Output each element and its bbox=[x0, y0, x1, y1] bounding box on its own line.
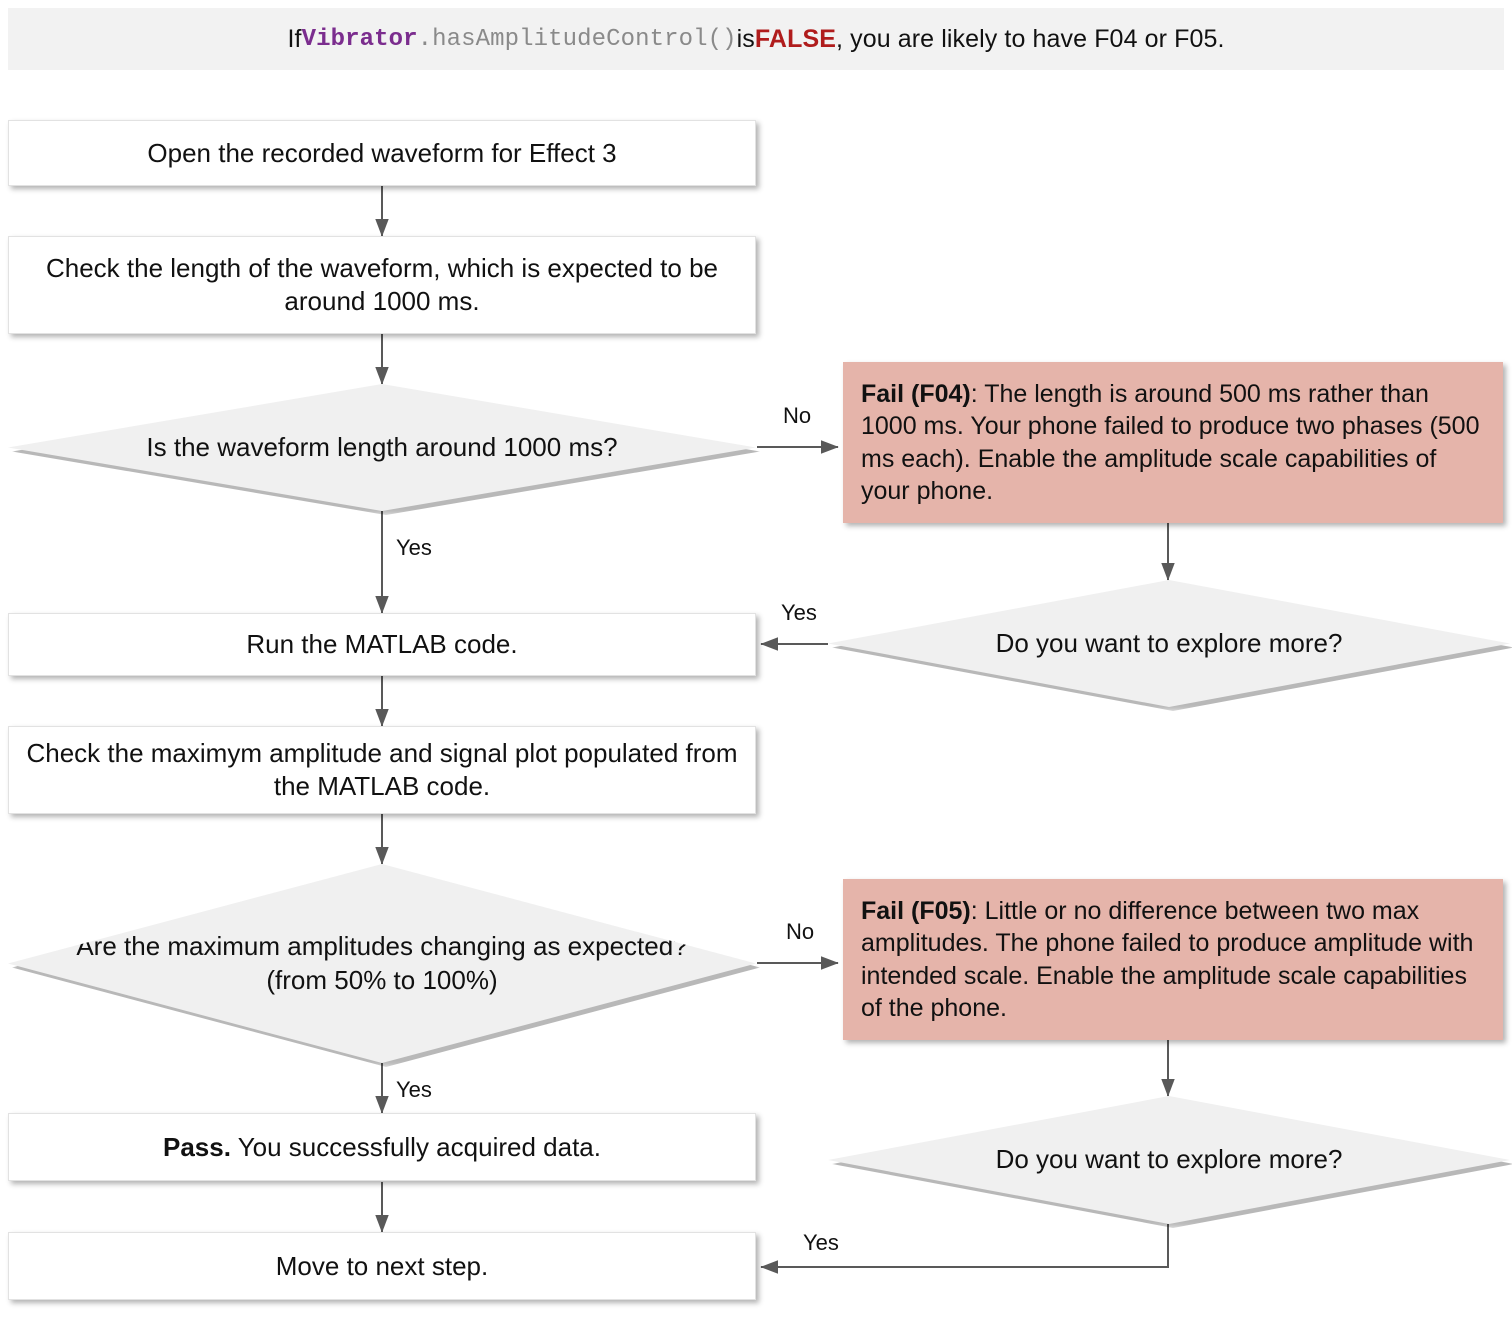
banner-false-keyword: FALSE bbox=[754, 24, 836, 53]
node-pass-text: Pass. You successfully acquired data. bbox=[163, 1131, 601, 1164]
banner-class-name: Vibrator bbox=[301, 25, 418, 53]
node-pass[interactable]: Pass. You successfully acquired data. bbox=[8, 1113, 756, 1181]
banner-method-name: .hasAmplitudeControl() bbox=[417, 25, 737, 53]
edge-label-no-2: No bbox=[786, 919, 815, 944]
node-question-waveform-length-label: Is the waveform length around 1000 ms? bbox=[146, 431, 618, 462]
node-fail-f05-body: : Little or no difference between two ma… bbox=[861, 896, 1474, 1023]
edge-label-yes-2: Yes bbox=[396, 1077, 432, 1102]
node-run-matlab[interactable]: Run the MATLAB code. bbox=[8, 613, 756, 676]
edge-label-yes-explore-bottom: Yes bbox=[803, 1230, 839, 1255]
node-question-explore-bottom-label: Do you want to explore more? bbox=[995, 1144, 1343, 1175]
node-pass-label: Pass. bbox=[163, 1131, 231, 1162]
node-check-length[interactable]: Check the length of the waveform, which … bbox=[8, 236, 756, 334]
edge-label-yes-1: Yes bbox=[396, 535, 432, 560]
node-fail-f04-body: : The length is around 500 ms rather tha… bbox=[861, 379, 1480, 506]
node-fail-f04[interactable]: Fail (F04): The length is around 500 ms … bbox=[843, 362, 1503, 523]
node-question-amplitudes-label: Are the maximum amplitudes changing as e… bbox=[76, 930, 688, 995]
node-question-explore-top-label: Do you want to explore more? bbox=[995, 627, 1343, 658]
edge-label-yes-explore-top: Yes bbox=[781, 600, 817, 625]
node-fail-f05-label: Fail (F05) bbox=[861, 896, 971, 925]
node-open-waveform[interactable]: Open the recorded waveform for Effect 3 bbox=[8, 120, 756, 186]
banner-prefix: If bbox=[287, 24, 302, 53]
node-check-amplitude[interactable]: Check the maximym amplitude and signal p… bbox=[8, 726, 756, 814]
node-open-waveform-label: Open the recorded waveform for Effect 3 bbox=[147, 137, 617, 168]
node-fail-f04-label: Fail (F04) bbox=[861, 379, 971, 408]
decision-body: Is the waveform length around 1000 ms? bbox=[8, 384, 756, 511]
banner-mid: is bbox=[736, 24, 755, 53]
node-fail-f04-text: Fail (F04): The length is around 500 ms … bbox=[861, 378, 1485, 508]
banner-suffix: , you are likely to have F04 or F05. bbox=[836, 24, 1225, 53]
node-question-amplitudes[interactable]: Are the maximum amplitudes changing as e… bbox=[8, 864, 760, 1067]
node-check-length-label: Check the length of the waveform, which … bbox=[45, 253, 719, 316]
node-question-explore-top[interactable]: Do you want to explore more? bbox=[828, 580, 1512, 711]
decision-body: Are the maximum amplitudes changing as e… bbox=[8, 864, 756, 1063]
edge-label-no-1: No bbox=[783, 403, 812, 428]
node-run-matlab-label: Run the MATLAB code. bbox=[246, 629, 518, 660]
decision-body: Do you want to explore more? bbox=[828, 580, 1510, 707]
node-check-amplitude-label: Check the maximym amplitude and signal p… bbox=[26, 738, 738, 801]
node-next-step-label: Move to next step. bbox=[275, 1250, 489, 1281]
node-question-explore-bottom[interactable]: Do you want to explore more? bbox=[828, 1096, 1512, 1228]
node-fail-f05[interactable]: Fail (F05): Little or no difference betw… bbox=[843, 879, 1503, 1040]
node-pass-body: You successfully acquired data. bbox=[230, 1131, 601, 1162]
header-banner: If Vibrator .hasAmplitudeControl() is FA… bbox=[8, 8, 1504, 70]
node-next-step[interactable]: Move to next step. bbox=[8, 1232, 756, 1300]
node-question-waveform-length[interactable]: Is the waveform length around 1000 ms? bbox=[8, 384, 760, 515]
node-fail-f05-text: Fail (F05): Little or no difference betw… bbox=[861, 895, 1485, 1025]
decision-body: Do you want to explore more? bbox=[828, 1096, 1510, 1224]
